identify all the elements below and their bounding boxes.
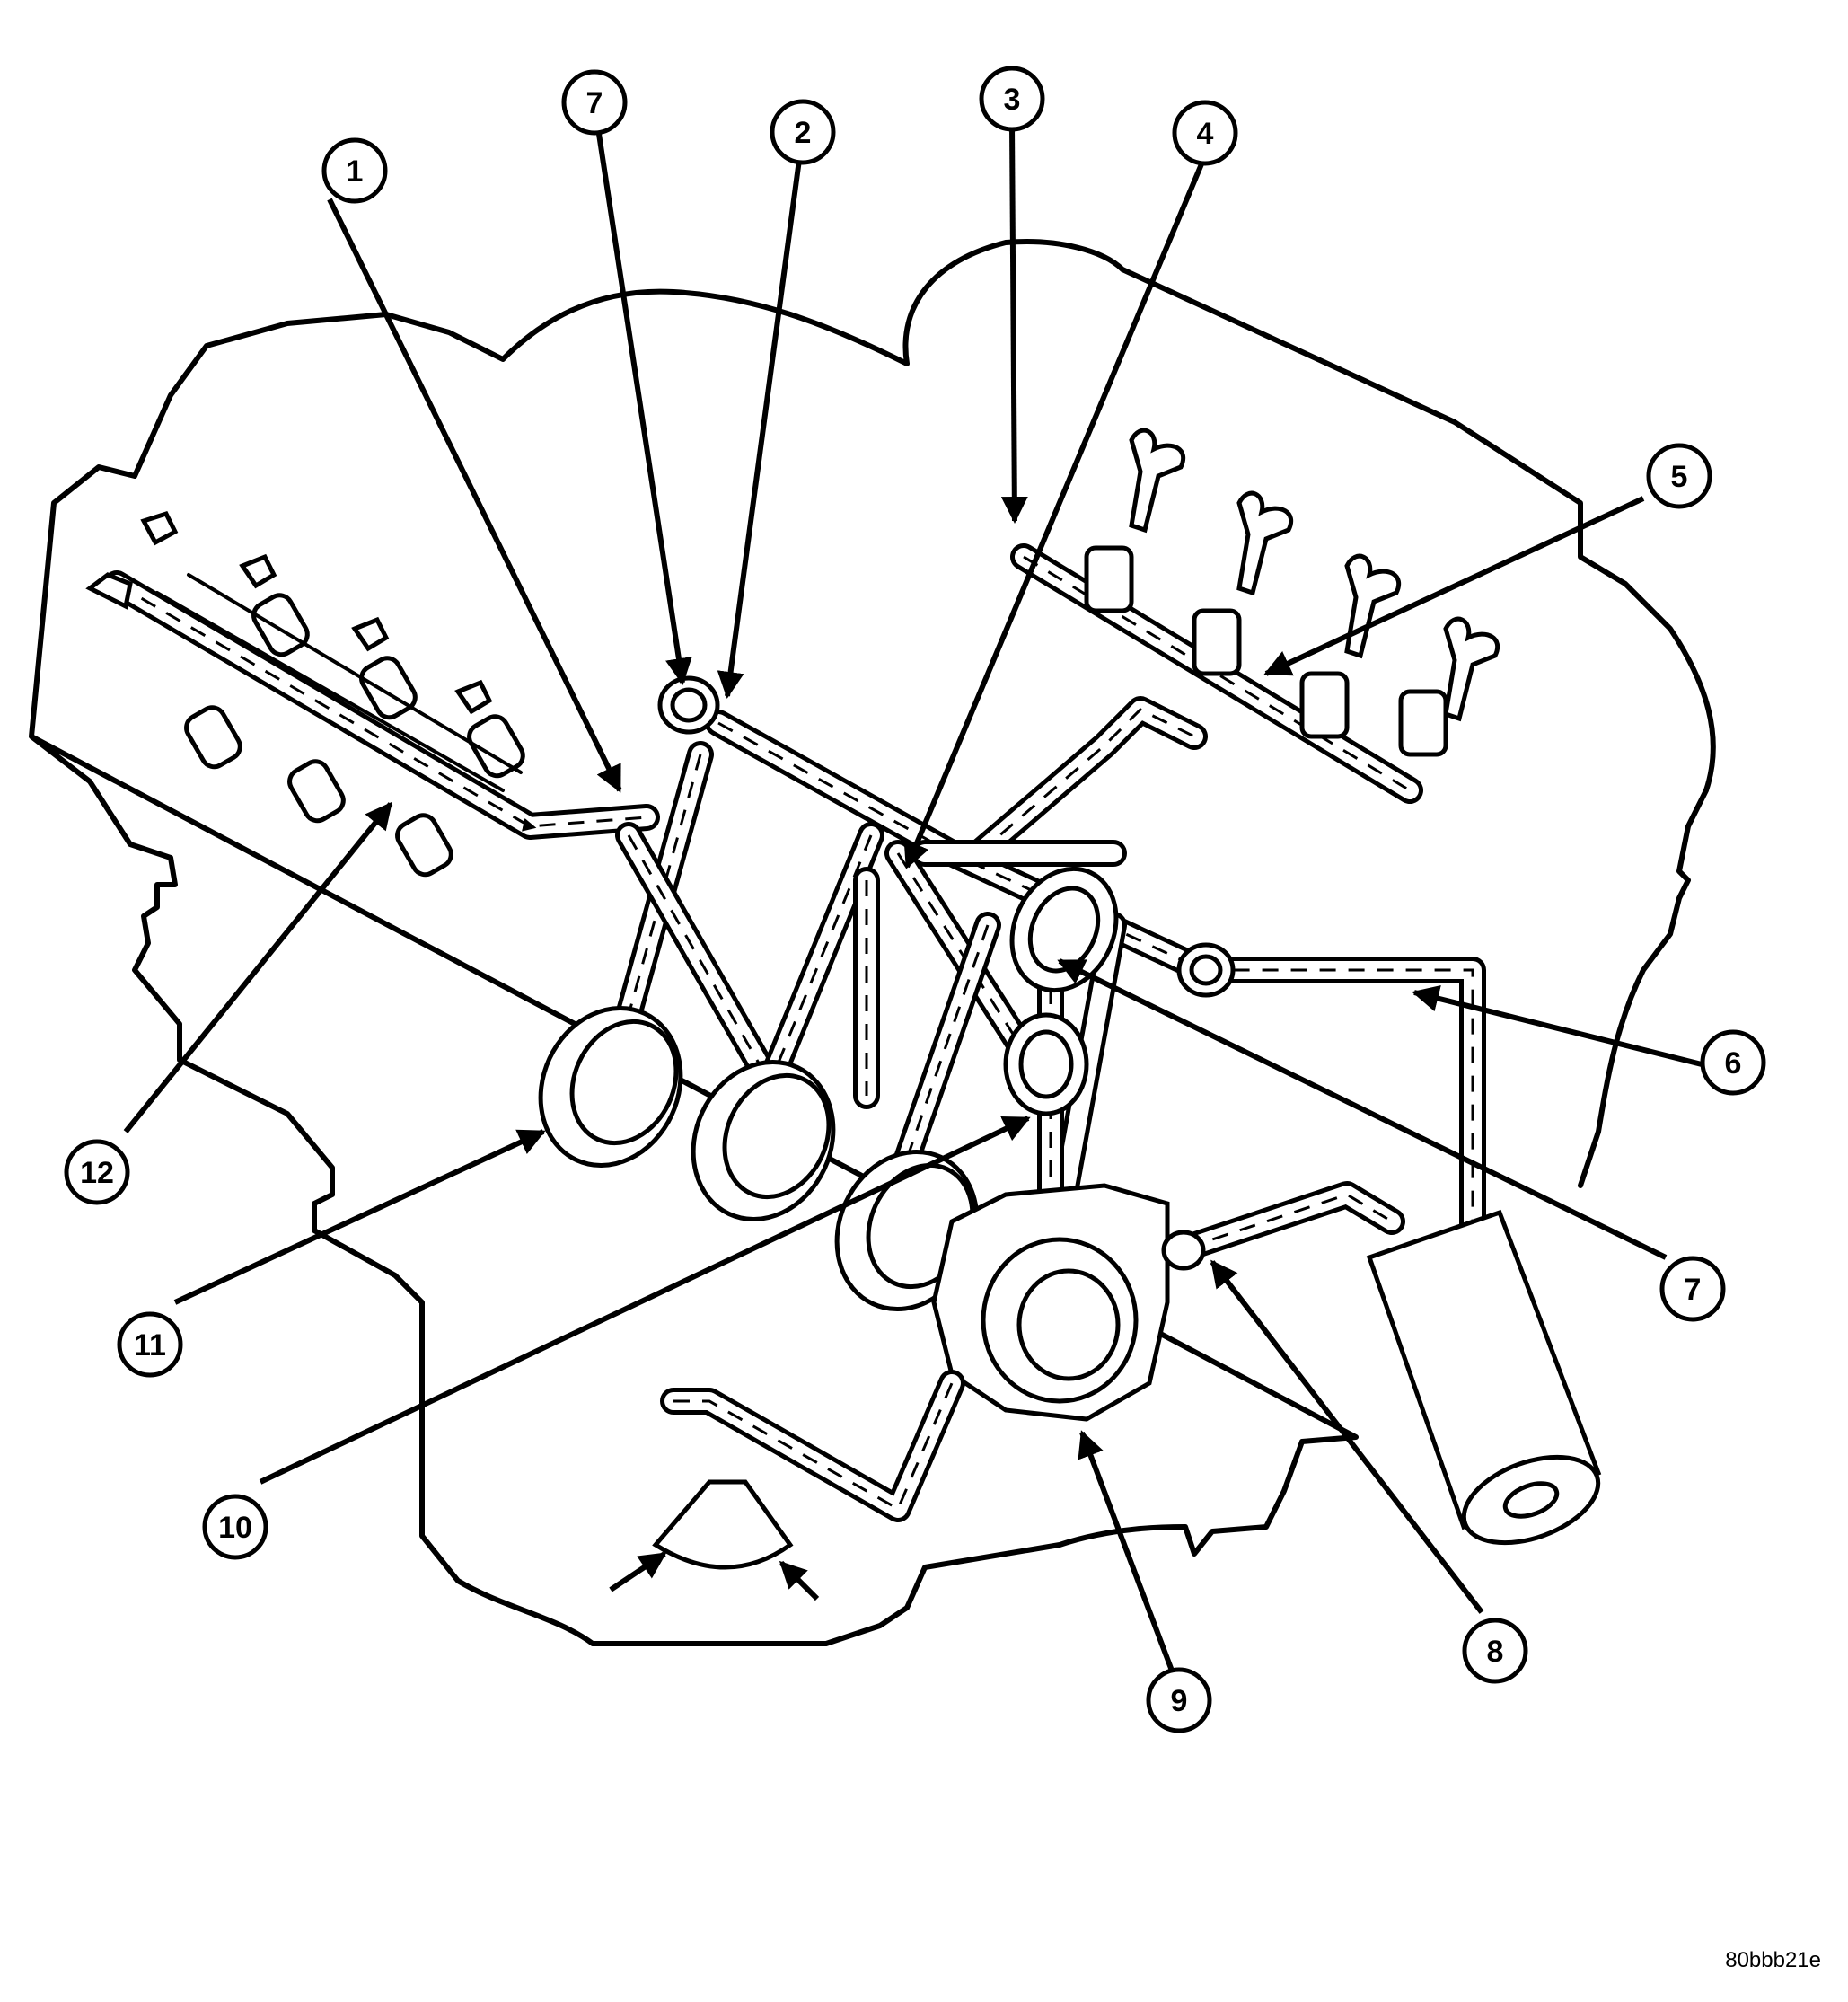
callout-9: 9 bbox=[1146, 1667, 1212, 1733]
callout-6-label: 6 bbox=[1725, 1046, 1742, 1080]
oil-pickup bbox=[609, 1370, 965, 1601]
callout-6: 6 bbox=[1700, 1029, 1766, 1096]
callout-12-label: 12 bbox=[80, 1156, 114, 1190]
callout-11-label: 11 bbox=[134, 1328, 166, 1363]
engine-block-outline bbox=[29, 239, 1716, 1646]
callout-10: 10 bbox=[202, 1494, 268, 1560]
callout-3-label: 3 bbox=[1004, 83, 1021, 117]
oil-filter bbox=[1161, 1181, 1602, 1546]
callout-4: 4 bbox=[1172, 100, 1238, 166]
callout-7-bottom: 7 bbox=[1659, 1256, 1726, 1322]
callout-7-top: 7 bbox=[561, 69, 628, 136]
main-oil-gallery bbox=[615, 696, 1486, 1262]
callout-5: 5 bbox=[1646, 443, 1712, 509]
callout-1-label: 1 bbox=[347, 154, 364, 189]
callout-2: 2 bbox=[770, 99, 836, 165]
left-cylinder-head-oil-gallery bbox=[85, 510, 660, 878]
callout-7-bottom-label: 7 bbox=[1685, 1273, 1702, 1307]
figure-id-label: 80bbb21e bbox=[1725, 1948, 1821, 1972]
callout-11: 11 bbox=[117, 1311, 183, 1378]
right-cylinder-head-oil-gallery bbox=[1010, 428, 1500, 804]
callout-3: 3 bbox=[979, 66, 1045, 132]
callout-12: 12 bbox=[64, 1139, 130, 1205]
callout-9-label: 9 bbox=[1171, 1684, 1188, 1718]
callout-10-label: 10 bbox=[218, 1511, 252, 1545]
callout-1: 1 bbox=[321, 137, 388, 204]
callout-5-label: 5 bbox=[1671, 460, 1688, 494]
callout-2-label: 2 bbox=[795, 116, 812, 150]
callout-8: 8 bbox=[1462, 1618, 1528, 1684]
oil-pump bbox=[931, 1183, 1170, 1422]
callout-4-label: 4 bbox=[1197, 117, 1214, 151]
callout-7-top-label: 7 bbox=[586, 86, 603, 120]
callout-8-label: 8 bbox=[1487, 1635, 1504, 1669]
callout-leaders bbox=[123, 121, 1703, 1672]
